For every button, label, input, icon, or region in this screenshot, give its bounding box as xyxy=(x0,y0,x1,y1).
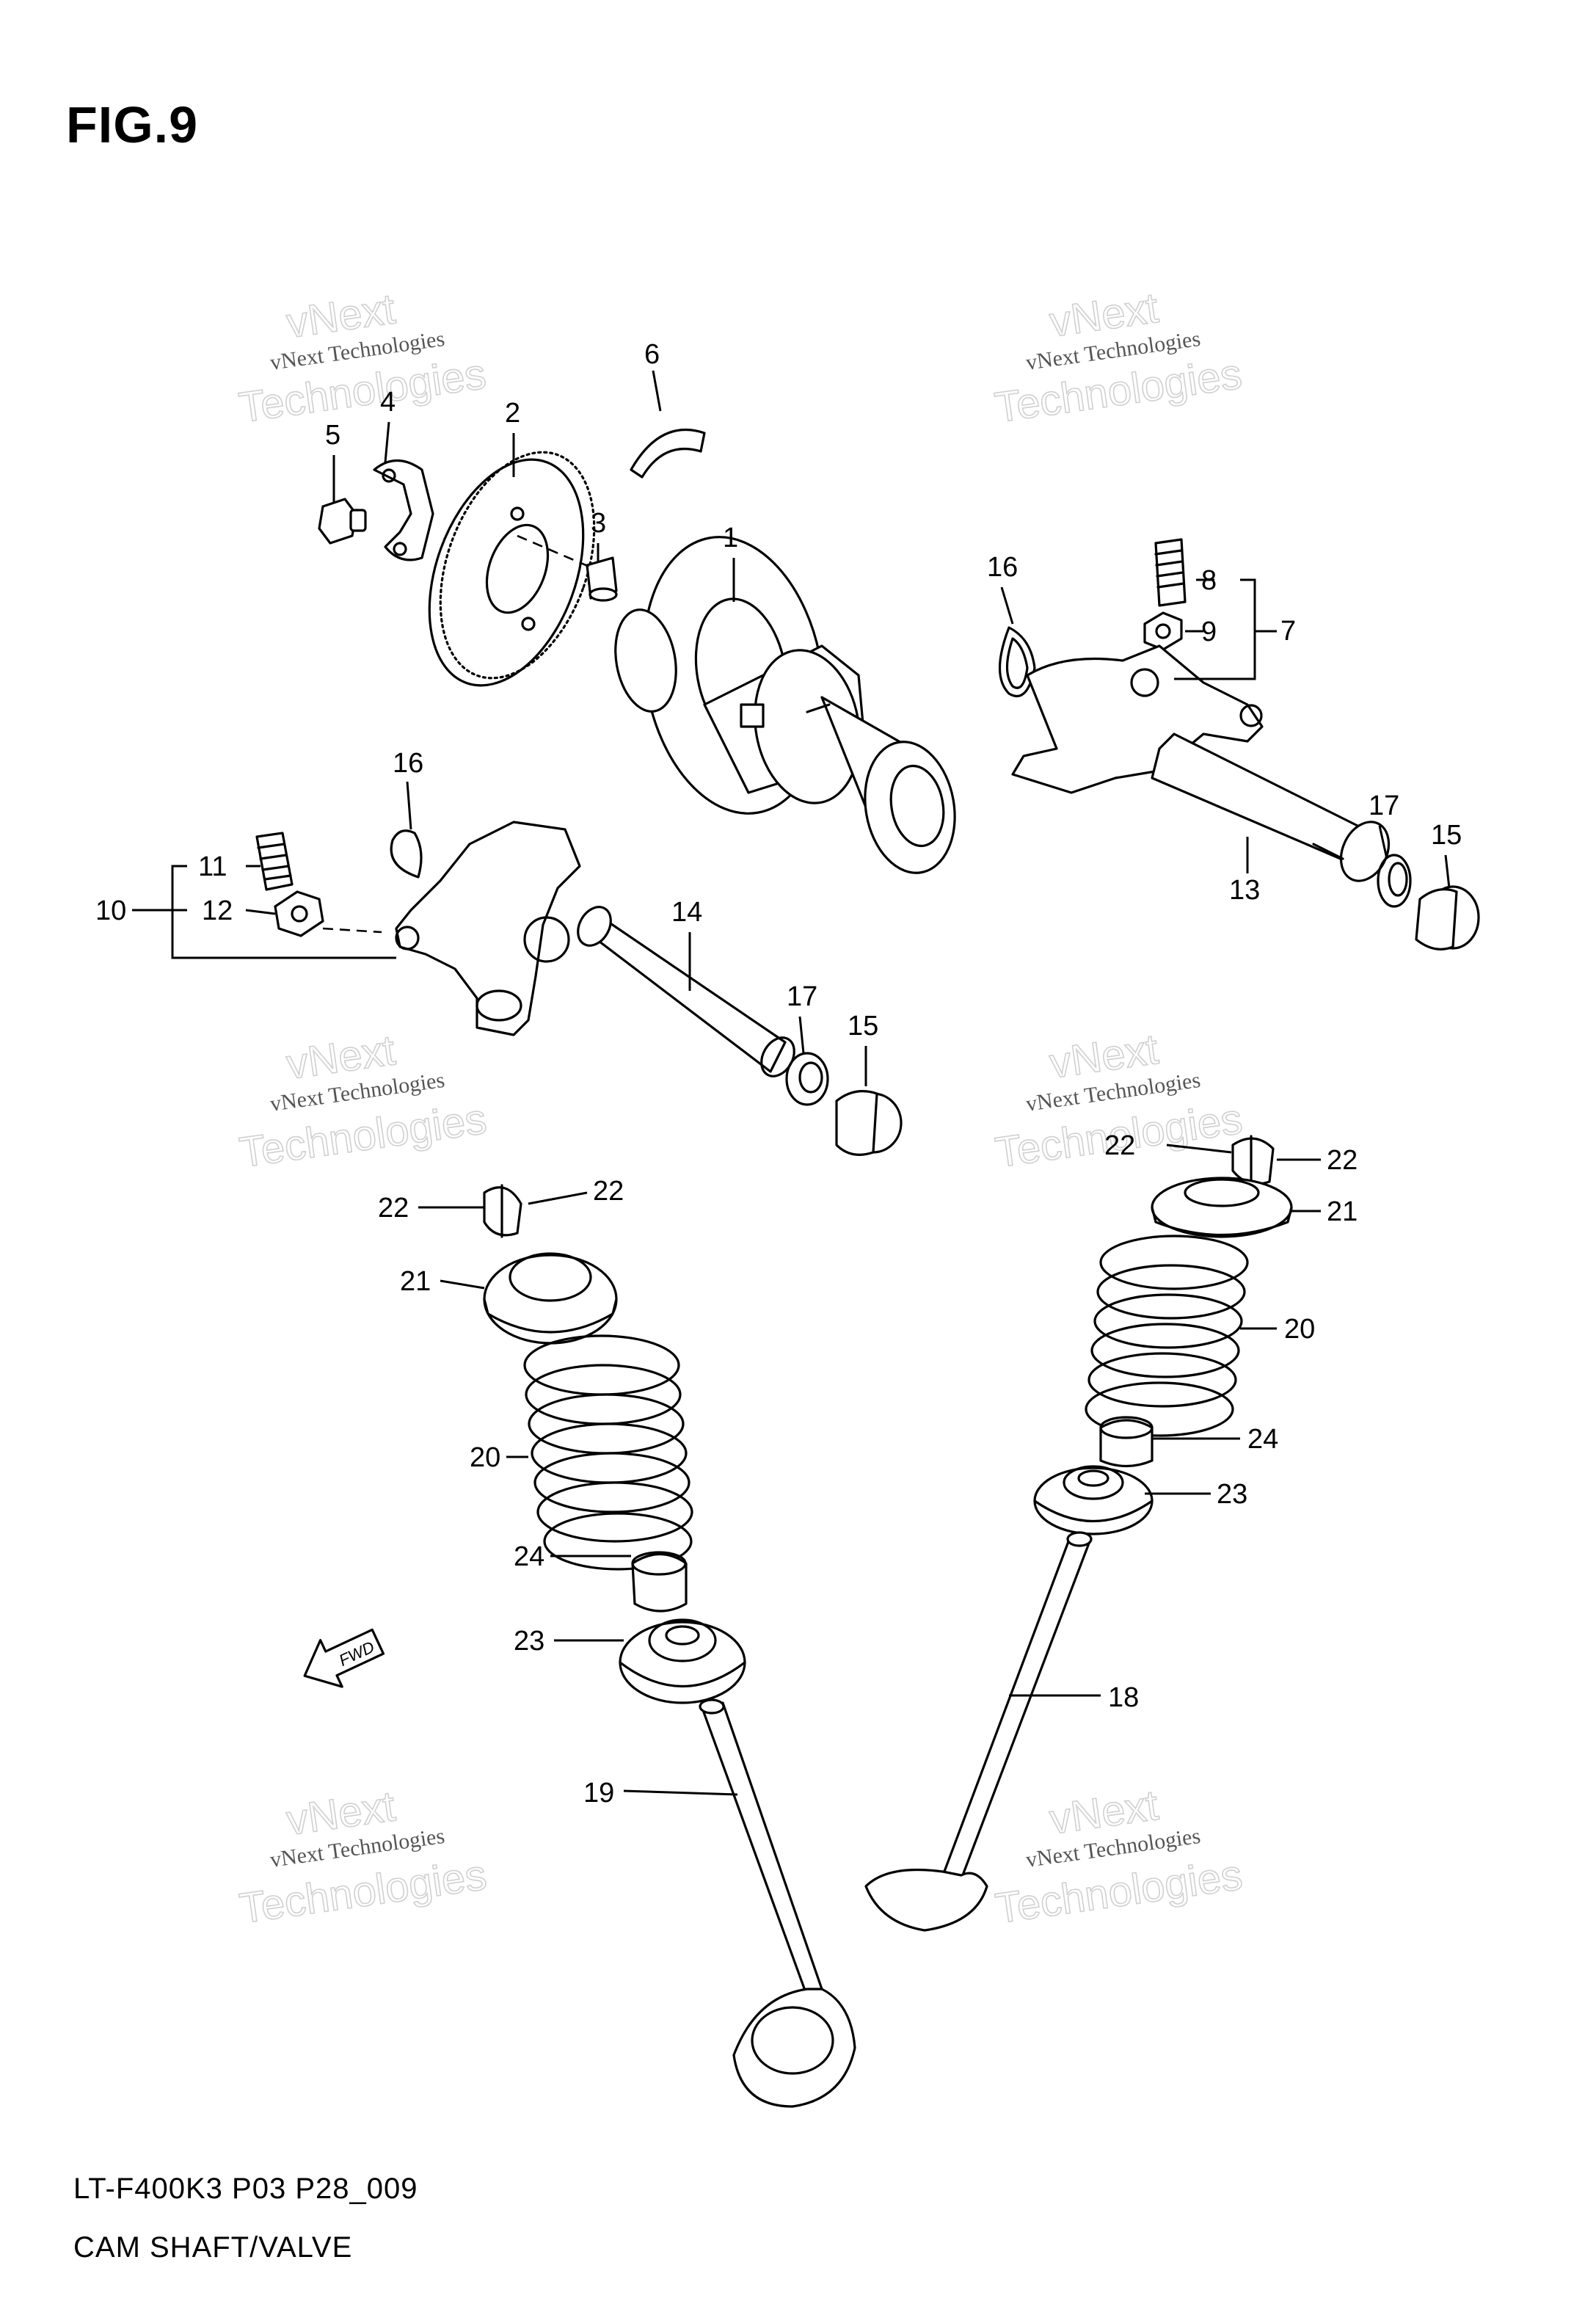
callout-23-right: 23 xyxy=(1217,1479,1247,1510)
callout-20-right: 20 xyxy=(1284,1314,1315,1345)
callout-16-upper: 16 xyxy=(987,552,1018,583)
callout-7: 7 xyxy=(1280,616,1296,647)
part-16-upper-drawing xyxy=(998,626,1036,698)
part-7-drawing xyxy=(1011,644,1264,794)
part-12-drawing xyxy=(274,890,324,937)
part-23-right-drawing xyxy=(1033,1465,1154,1535)
part-2-drawing xyxy=(428,451,596,687)
part-23-left-drawing xyxy=(619,1618,746,1704)
part-16-lower-drawing xyxy=(390,829,423,879)
part-5-drawing xyxy=(318,498,367,545)
part-15-lower-drawing xyxy=(835,1090,903,1156)
part-19-drawing xyxy=(699,1698,856,2108)
part-17-upper-drawing xyxy=(1377,854,1412,908)
part-1-drawing xyxy=(614,536,956,874)
callout-6: 6 xyxy=(644,339,660,370)
part-9-drawing xyxy=(1143,611,1183,651)
part-20-right-drawing xyxy=(1085,1235,1249,1437)
fwd-arrow-icon: FWD xyxy=(303,1628,385,1688)
figure-title: FIG.9 xyxy=(66,96,199,153)
watermark-bottom-right: vNext vNext Technologies Technologies xyxy=(992,1781,1246,1933)
leader-lines xyxy=(132,370,1451,1796)
callout-17-upper: 17 xyxy=(1369,790,1399,821)
callout-22-left-a: 22 xyxy=(378,1193,409,1224)
callout-20-left: 20 xyxy=(470,1442,500,1473)
watermark-bottom-left: vNext vNext Technologies Technologies xyxy=(236,1781,490,1933)
callout-19: 19 xyxy=(583,1778,614,1808)
callout-22-left-b: 22 xyxy=(593,1176,624,1207)
callout-11: 11 xyxy=(198,851,227,882)
part-20-left-drawing xyxy=(523,1334,693,1571)
callout-12: 12 xyxy=(202,895,233,926)
callout-8: 8 xyxy=(1201,565,1217,596)
callout-3: 3 xyxy=(591,508,606,539)
part-4-drawing xyxy=(373,459,434,561)
callout-17-lower: 17 xyxy=(787,981,817,1012)
callout-15-upper: 15 xyxy=(1431,820,1462,851)
part-15-upper-drawing xyxy=(1415,885,1480,950)
watermark-mid-left: vNext vNext Technologies Technologies xyxy=(236,1025,490,1177)
watermark-top-left: vNext vNext Technologies Technologies xyxy=(236,284,489,432)
callout-21-right: 21 xyxy=(1327,1196,1358,1227)
callout-4: 4 xyxy=(380,387,396,418)
part-22-right-drawing xyxy=(1231,1135,1275,1189)
callout-10: 10 xyxy=(95,895,126,926)
part-8-drawing xyxy=(1154,538,1187,607)
part-13-drawing xyxy=(1151,733,1391,882)
part-17-lower-drawing xyxy=(785,1052,829,1106)
callouts: 1 2 3 4 5 6 7 8 9 10 11 12 13 14 15 15 1… xyxy=(95,339,1462,1808)
callout-14: 14 xyxy=(671,897,702,928)
callout-23-left: 23 xyxy=(514,1626,544,1657)
part-21-right-drawing xyxy=(1151,1177,1293,1238)
callout-9: 9 xyxy=(1201,617,1217,647)
callout-2: 2 xyxy=(505,398,520,429)
part-24-right-drawing xyxy=(1099,1416,1154,1468)
callout-15-lower: 15 xyxy=(848,1011,878,1042)
part-24-left-drawing xyxy=(631,1551,688,1613)
callout-5: 5 xyxy=(325,420,340,451)
callout-16-lower: 16 xyxy=(393,748,423,779)
callout-1: 1 xyxy=(723,523,738,553)
callout-24-right: 24 xyxy=(1247,1424,1278,1455)
part-10-drawing xyxy=(322,821,581,1036)
callout-24-left: 24 xyxy=(514,1541,544,1572)
watermark-top-right: vNext vNext Technologies Technologies xyxy=(991,283,1245,432)
diagram-title: CAM SHAFT/VALVE xyxy=(73,2231,353,2264)
part-22-left-drawing xyxy=(483,1184,522,1238)
callout-21-left: 21 xyxy=(400,1266,431,1297)
part-6-drawing xyxy=(630,429,706,479)
part-11-drawing xyxy=(255,832,294,891)
callout-13: 13 xyxy=(1229,875,1260,906)
part-14-drawing xyxy=(577,906,795,1077)
part-21-left-drawing xyxy=(483,1252,618,1345)
callout-22-right-b: 22 xyxy=(1327,1145,1358,1176)
callout-22-right-a: 22 xyxy=(1104,1130,1135,1161)
callout-18: 18 xyxy=(1108,1682,1139,1713)
diagram-code: LT-F400K3 P03 P28_009 xyxy=(73,2173,418,2205)
part-3-drawing xyxy=(517,534,618,602)
part-18-drawing xyxy=(864,1531,1093,1932)
